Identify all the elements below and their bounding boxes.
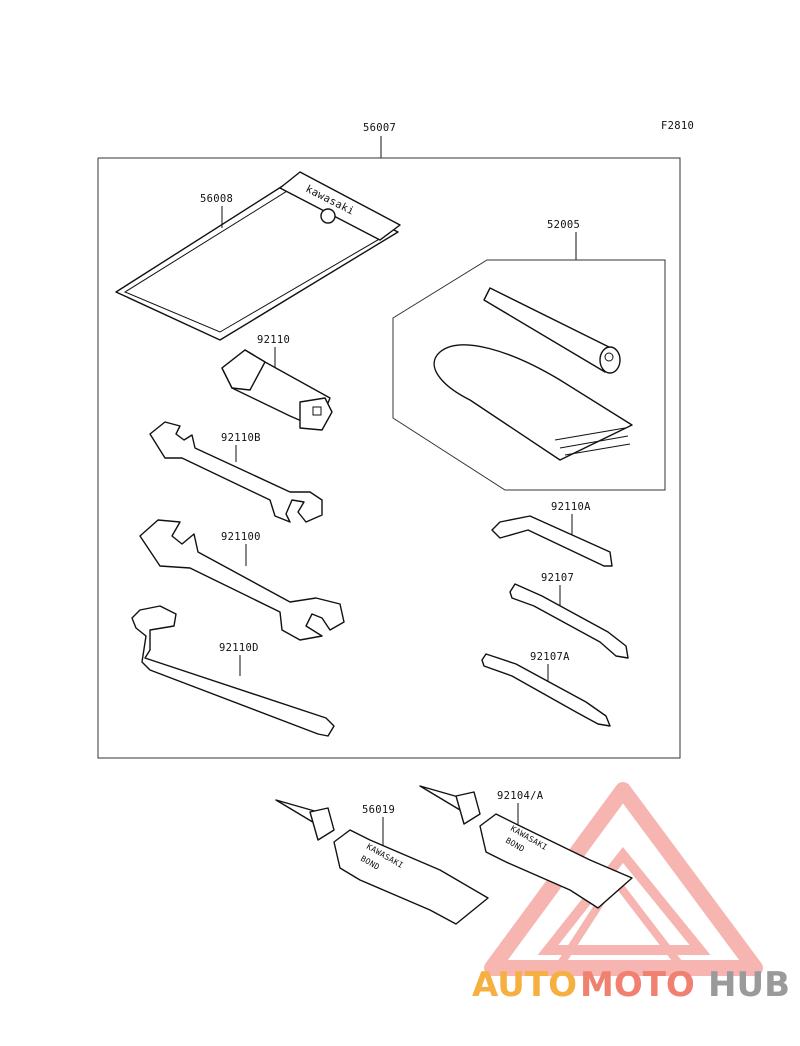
label-92110A: 92110A bbox=[551, 501, 591, 513]
hook-wrench bbox=[131, 605, 335, 737]
plug-wrench bbox=[221, 349, 333, 431]
label-92110D: 92110D bbox=[219, 642, 259, 654]
bond-tube-2: KAWASAKI BOND bbox=[419, 785, 633, 909]
grease-kit-box bbox=[392, 259, 666, 491]
label-92104A: 92104/A bbox=[497, 790, 544, 802]
figure-code: F2810 bbox=[661, 120, 694, 132]
bond-tube-1: KAWASAKI BOND bbox=[275, 799, 489, 925]
label-56008: 56008 bbox=[200, 193, 233, 205]
label-92107A: 92107A bbox=[530, 651, 570, 663]
label-56019: 56019 bbox=[362, 804, 395, 816]
label-92107: 92107 bbox=[541, 572, 574, 584]
grease-kit bbox=[433, 287, 633, 461]
label-921100: 921100 bbox=[221, 531, 261, 543]
label-92110: 92110 bbox=[257, 334, 290, 346]
screwdriver bbox=[509, 583, 629, 659]
watermark-auto: AUTO bbox=[472, 965, 577, 1005]
watermark-moto: MOTO bbox=[580, 965, 695, 1005]
kit-frame bbox=[97, 157, 681, 759]
screwdriver-b bbox=[481, 653, 611, 727]
watermark-hub: HUB bbox=[708, 965, 790, 1005]
tool-bag: kawasaki bbox=[115, 171, 401, 341]
frame-callout: 56007 bbox=[363, 122, 396, 134]
label-92110B: 92110B bbox=[221, 432, 261, 444]
wrench-large bbox=[139, 519, 345, 641]
watermark-text: AUTO MOTO HUB bbox=[472, 965, 790, 1005]
label-52005: 52005 bbox=[547, 219, 580, 231]
hex-key bbox=[491, 515, 613, 567]
wrench-small bbox=[149, 421, 323, 523]
